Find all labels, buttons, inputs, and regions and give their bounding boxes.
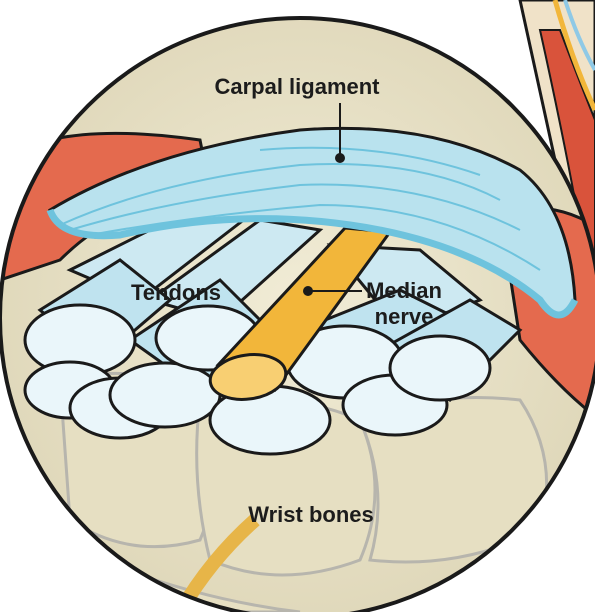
- tendon-end: [110, 363, 220, 427]
- ligament-pointer-dot: [335, 153, 345, 163]
- label-median-line1: Median: [366, 278, 442, 303]
- label-median-line2: nerve: [375, 304, 434, 329]
- tendon-end: [390, 336, 490, 400]
- label-wrist-bones: Wrist bones: [248, 502, 374, 527]
- label-carpal-ligament: Carpal ligament: [214, 74, 380, 99]
- label-tendons: Tendons: [131, 280, 221, 305]
- nerve-pointer-dot: [303, 286, 313, 296]
